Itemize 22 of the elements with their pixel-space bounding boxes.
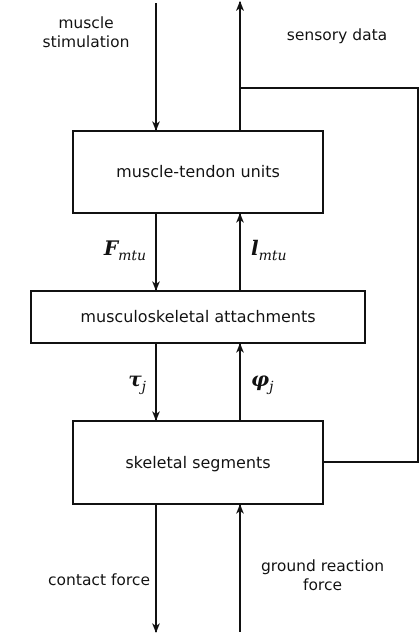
process-box [72, 420, 324, 505]
edge-label: contact force [47, 571, 150, 590]
arrow [152, 3, 160, 131]
box-label: muscle-tendon units [116, 162, 280, 182]
arrow [236, 213, 244, 290]
edge-label: τ$_{j}$ [127, 367, 146, 396]
process-box [30, 290, 366, 344]
arrow [152, 505, 160, 633]
edge-label: l$_{mtu}$ [251, 236, 288, 266]
edge-label: ground reaction force [260, 557, 386, 596]
edge-label: sensory data [286, 26, 388, 46]
arrow [236, 504, 244, 632]
box-label: skeletal segments [125, 452, 271, 472]
arrow [236, 1, 419, 463]
edge-label: φ$_{j}$ [251, 367, 274, 396]
edge-label: muscle stimulation [42, 14, 130, 53]
arrow [236, 343, 244, 420]
box-label: musculoskeletal attachments [80, 307, 316, 327]
arrow [152, 344, 160, 421]
arrow [152, 214, 160, 291]
edge-label: F$_{mtu}$ [102, 236, 146, 266]
process-box [72, 130, 324, 214]
